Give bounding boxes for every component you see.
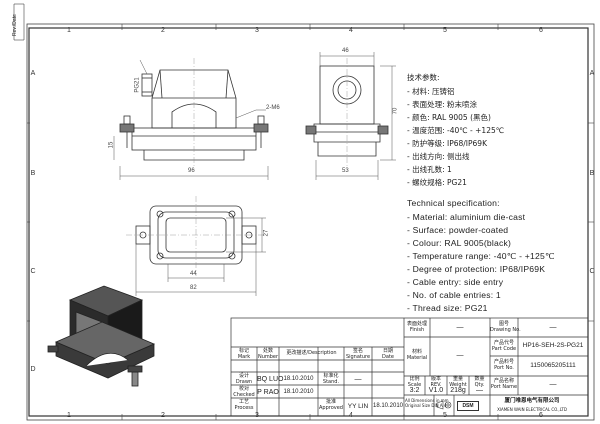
tb-checked-label: 校对 Checked [233,386,255,398]
tb-drawn-by: BQ LUO [257,376,284,383]
spec-en-line: - Cable entry: side entry [407,277,504,287]
zone-col-5-bottom: 5 [443,412,447,419]
dim-top-outer-width: 82 [190,285,197,291]
tb-process-label: 工艺 Process [234,399,254,411]
spec-cn-line: - 出线孔数: 1 [407,165,452,174]
tb-part-name-value: — [549,381,557,388]
spec-cn-line: - 防护等级: IP68/IP69K [407,139,488,148]
tb-qty-label: 数量 Qty. [474,376,485,388]
spec-cn-line: - 温度范围: -40℃ - +125℃ [407,126,505,135]
zone-col-2-bottom: 2 [161,412,165,419]
zone-col-4-bottom: 4 [349,412,353,419]
tb-date-label: 日期 Date [382,348,394,360]
zone-row-c-right: C [589,268,595,275]
tb-part-no-value: 1150065205111 [530,362,576,369]
tb-rev-value: V1.0 [428,387,444,394]
spec-en-title: Technical specification: [407,198,500,208]
company-logo: DSM [457,401,479,411]
zone-col-6-bottom: 6 [539,412,543,419]
tb-finish-label: 表面处理 Finish [406,321,427,333]
dim-screw: 2-M6 [266,105,280,111]
tb-material-label: 材料 Material [406,349,428,361]
zone-col-1: 1 [67,27,71,34]
tb-drawn-date: 18.10.2010 [283,376,314,382]
spec-cn-line: - 颜色: RAL 9005 (黑色) [407,113,491,122]
zone-row-a-right: A [589,70,595,77]
tb-number-label: 处数 Number [257,348,279,360]
tb-finish-value: — [456,324,464,331]
spec-cn-line: - 出线方向: 侧出线 [407,152,470,161]
top-view [126,196,266,296]
zone-row-c: C [30,268,36,275]
zone-row-a: A [30,70,36,77]
spec-cn-line: - 表面处理: 粉末喷涂 [407,100,478,109]
tb-standard-value: — [354,376,362,383]
tb-mark-label: 标记 Mark [237,348,251,360]
tb-change-label: 更改描述/Description [286,350,337,356]
tb-approved-by: YY LIN [347,403,369,410]
front-view [113,58,269,180]
zone-col-4: 4 [349,27,353,34]
tb-part-name-label: 产品名称 Port Name [490,378,518,390]
dim-pg21: PG21 [134,77,141,93]
tb-standard-label: 标准化 Stand. [322,373,340,385]
tb-signature-label: 签名 Signature [345,348,371,360]
tb-part-no-label: 产品料号 Port No. [493,359,514,371]
zone-row-b-right: B [589,170,595,177]
dim-side-width: 46 [342,48,349,54]
tb-qty-value: — [476,387,483,394]
dim-side-height: 70 [392,107,399,115]
tb-drawing-no-value: — [549,324,557,331]
zone-col-6: 6 [539,27,543,34]
zone-col-5: 5 [443,27,447,34]
projection-symbol-icon [436,400,452,410]
title-block-grid [230,317,589,417]
spec-cn-line: - 材料: 压铸铝 [407,87,455,96]
spec-cn-line: - 螺纹规格: PG21 [407,178,467,187]
company-name-cn: 厦门唯恩电气有限公司 [504,398,560,404]
spec-en-line: - No. of cable entries: 1 [407,290,501,300]
tb-drawing-no-label: 图号 Drawing No. [490,321,521,333]
spec-en-line: - Temperature range: -40℃ - +125℃ [407,251,555,261]
zone-row-d: D [30,366,36,373]
spec-en-line: - Material: aluminium die-cast [407,212,526,222]
tb-part-code-label: 产品代号 Part Code [491,340,517,352]
zone-col-3-bottom: 3 [255,412,259,419]
revision-date-label: Rev./Date [12,14,18,36]
tb-checked-date: 18.10.2010 [283,389,314,395]
tb-scale-label: 比例 Scale [407,376,422,388]
tb-rev-label: 版本 REV. [430,376,442,388]
tb-part-code-value: HP16-SEH-2S-PG21 [522,342,584,349]
tb-checked-by: P RAO [257,389,279,396]
tb-weight-value: 218g [450,387,466,394]
company-name-en: XIAMEN WAIN ELECTRICAL CO.,LTD [497,407,567,412]
dim-top-inner-width: 44 [190,271,197,277]
spec-en-line: - Colour: RAL 9005(black) [407,238,512,248]
spec-en-line: - Thread size: PG21 [407,303,488,313]
side-view [305,52,396,180]
zone-col-1-bottom: 1 [67,412,71,419]
tb-approved-date: 18.10.2010 [372,403,404,409]
zone-col-3: 3 [255,27,259,34]
tb-scale-value: 3:2 [409,387,420,394]
dim-front-width: 96 [188,168,195,174]
tb-drawn-label: 设计 Drawn [235,373,253,385]
dim-top-inner-height: 27 [263,229,270,237]
spec-cn-title: 技术参数: [407,73,440,82]
iso-view [47,285,156,387]
tb-approved-label: 批准 Approved [319,399,343,411]
tb-weight-label: 重量 Weight [449,376,467,388]
spec-en-line: - Surface: powder-coated [407,225,509,235]
tb-dimensions-note: All Dimensions in mm Original Size DIN A… [405,398,449,408]
spec-en-line: - Degree of protection: IP68/IP69K [407,264,546,274]
dim-front-height: 15 [108,141,115,149]
zone-row-b: B [30,170,36,177]
dim-side-base: 53 [342,168,349,174]
zone-col-2: 2 [161,27,165,34]
tb-material-value: — [456,352,464,359]
